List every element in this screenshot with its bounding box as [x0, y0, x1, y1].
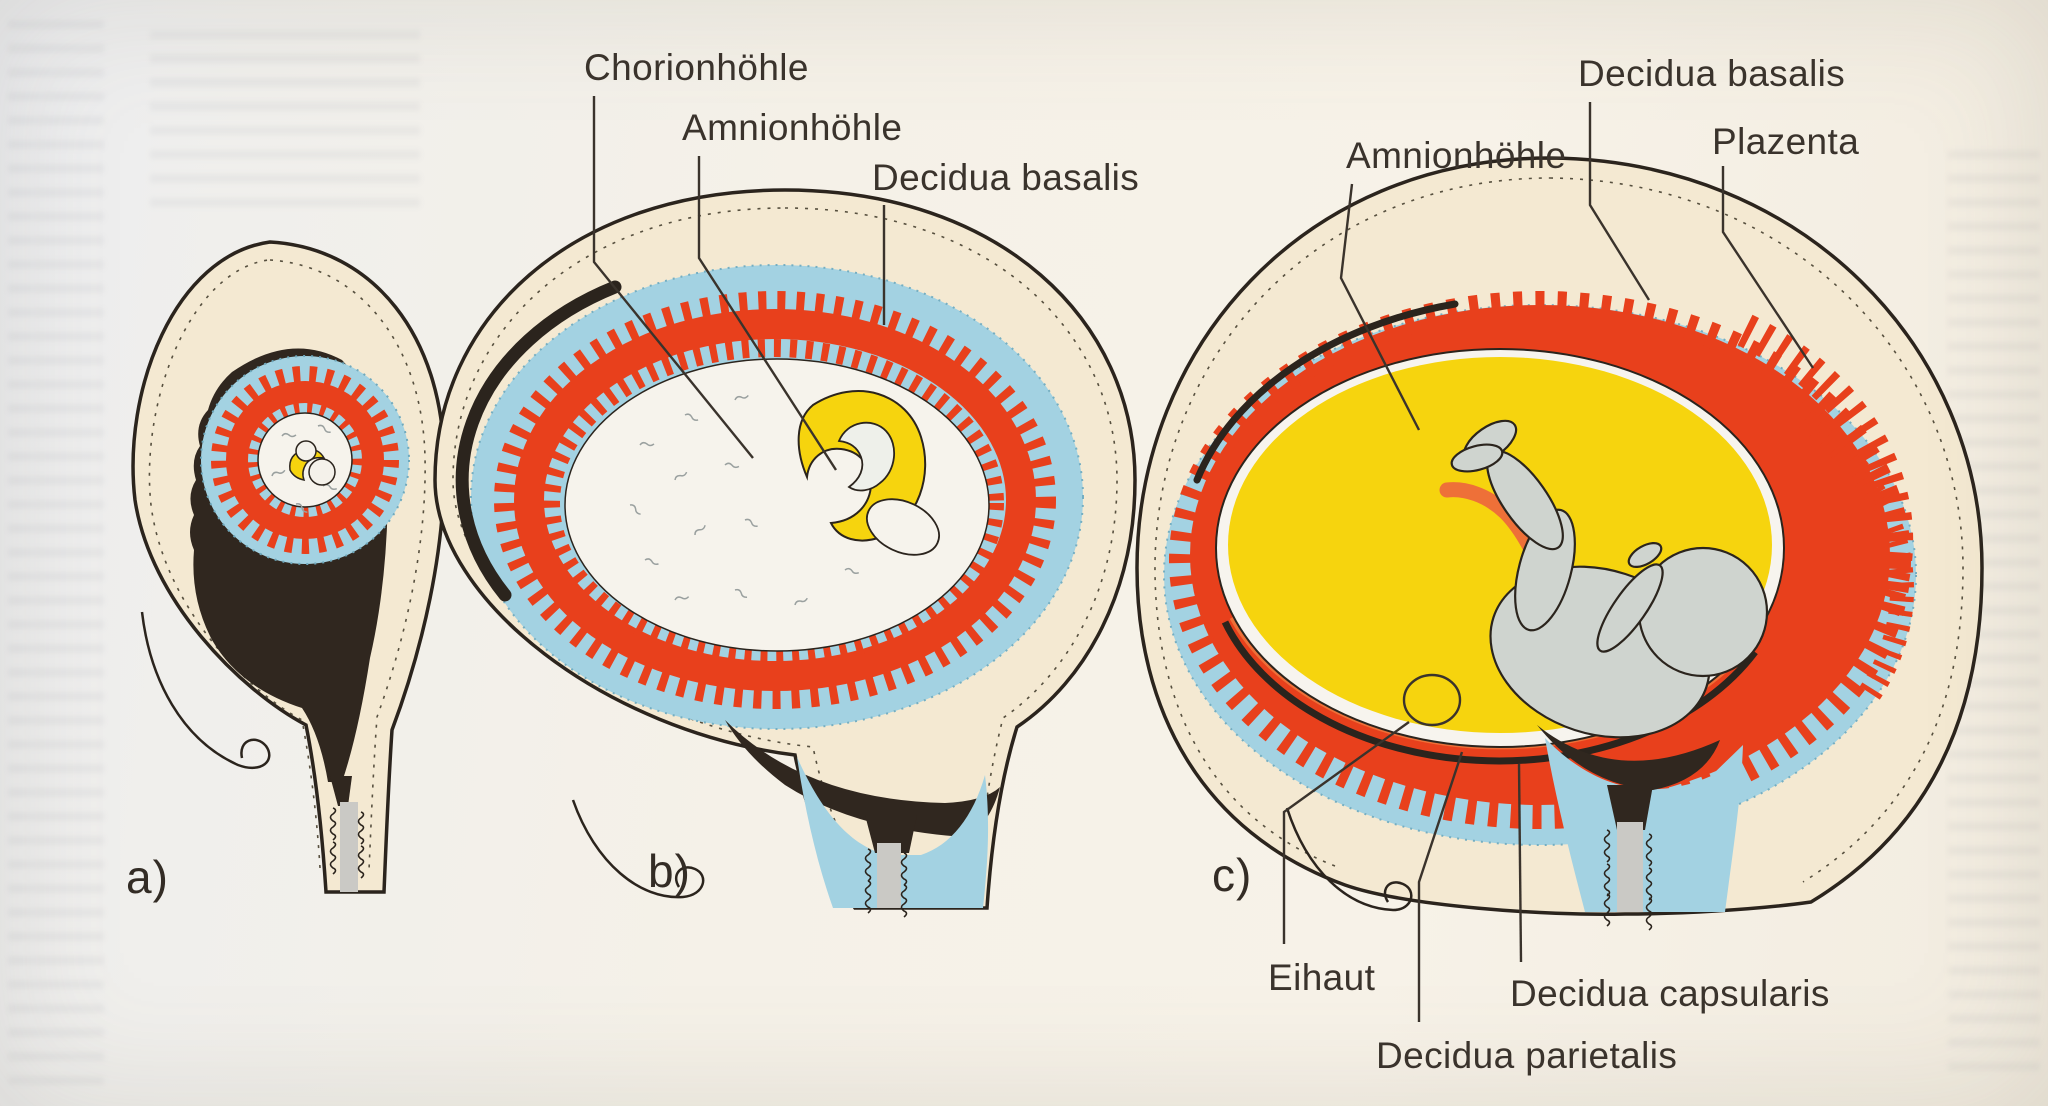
leader-decidua-capsularis-c — [1517, 763, 1523, 963]
leader-eihaut-c — [1282, 721, 1410, 944]
panel-c-illustration — [1135, 156, 1984, 931]
cervix-blue-b — [797, 757, 989, 908]
label-decidua-basalis-c: Decidua basalis — [1578, 53, 1846, 94]
uterine-cavity-wedge-c — [1537, 725, 1720, 790]
leader-amnionhoehle-b — [697, 156, 838, 471]
label-chorionhoehle-b: Chorionhöhle — [584, 47, 809, 88]
panel-letter-a: a) — [126, 851, 169, 903]
cavity-crescent-b — [455, 280, 622, 602]
embryo-b — [837, 421, 896, 492]
wall-cut-curl-a — [140, 611, 271, 770]
panel-letter-b: b) — [648, 845, 691, 897]
label-decidua-parietalis-c: Decidua parietalis — [1376, 1035, 1678, 1076]
label-amnionhoehle-b: Amnionhöhle — [682, 107, 903, 148]
yolk-sac-b — [866, 498, 940, 556]
decidua-blue-outline-c — [1163, 304, 1917, 846]
embryo-a — [308, 458, 336, 486]
panel-b-illustration — [433, 188, 1137, 918]
leader-chorionhoehle-b — [592, 96, 754, 459]
cervical-canal-a — [340, 802, 358, 892]
amnion-a — [295, 440, 317, 462]
uterus-wall-inner-line-b — [784, 207, 1118, 892]
label-decidua-capsularis-c: Decidua capsularis — [1510, 973, 1830, 1014]
uterus-wall-inner-line-a2 — [148, 259, 321, 869]
leader-amnionhoehle-c — [1339, 183, 1421, 431]
eihaut-loop-c — [1402, 673, 1462, 727]
uterus-wall-inner-line-c2 — [1154, 177, 1551, 867]
cervical-canal-b — [877, 843, 901, 908]
leader-plazenta-c — [1721, 166, 1815, 369]
uterine-cavity-wedge-b — [725, 720, 1000, 837]
villi-ring-b — [494, 291, 1056, 709]
wall-cut-curl-c — [1285, 807, 1413, 912]
cervix-dark-tip-c — [1607, 785, 1653, 830]
cervical-canal-c — [1617, 822, 1643, 912]
conceptus-a — [200, 355, 410, 565]
fetus-legs-c — [1450, 419, 1576, 632]
label-decidua-basalis-b: Decidua basalis — [872, 157, 1140, 198]
label-plazenta-c: Plazenta — [1712, 121, 1860, 162]
leader-decidua-parietalis-c — [1417, 751, 1464, 1022]
cavity-crescent-c — [1193, 300, 1459, 484]
uterus-wall-inner-line-a — [269, 259, 426, 871]
wall-cut-curl-b — [571, 799, 705, 899]
cervix-dark-tip-a — [330, 776, 352, 806]
label-eihaut-c: Eihaut — [1268, 957, 1376, 998]
label-amnionhoehle-c: Amnionhöhle — [1346, 135, 1567, 176]
decidua-blue-outline-b — [470, 264, 1084, 730]
panel-letter-c: c) — [1212, 849, 1253, 901]
leader-decidua-basalis-c — [1588, 102, 1651, 301]
panel-a-illustration — [131, 240, 446, 894]
